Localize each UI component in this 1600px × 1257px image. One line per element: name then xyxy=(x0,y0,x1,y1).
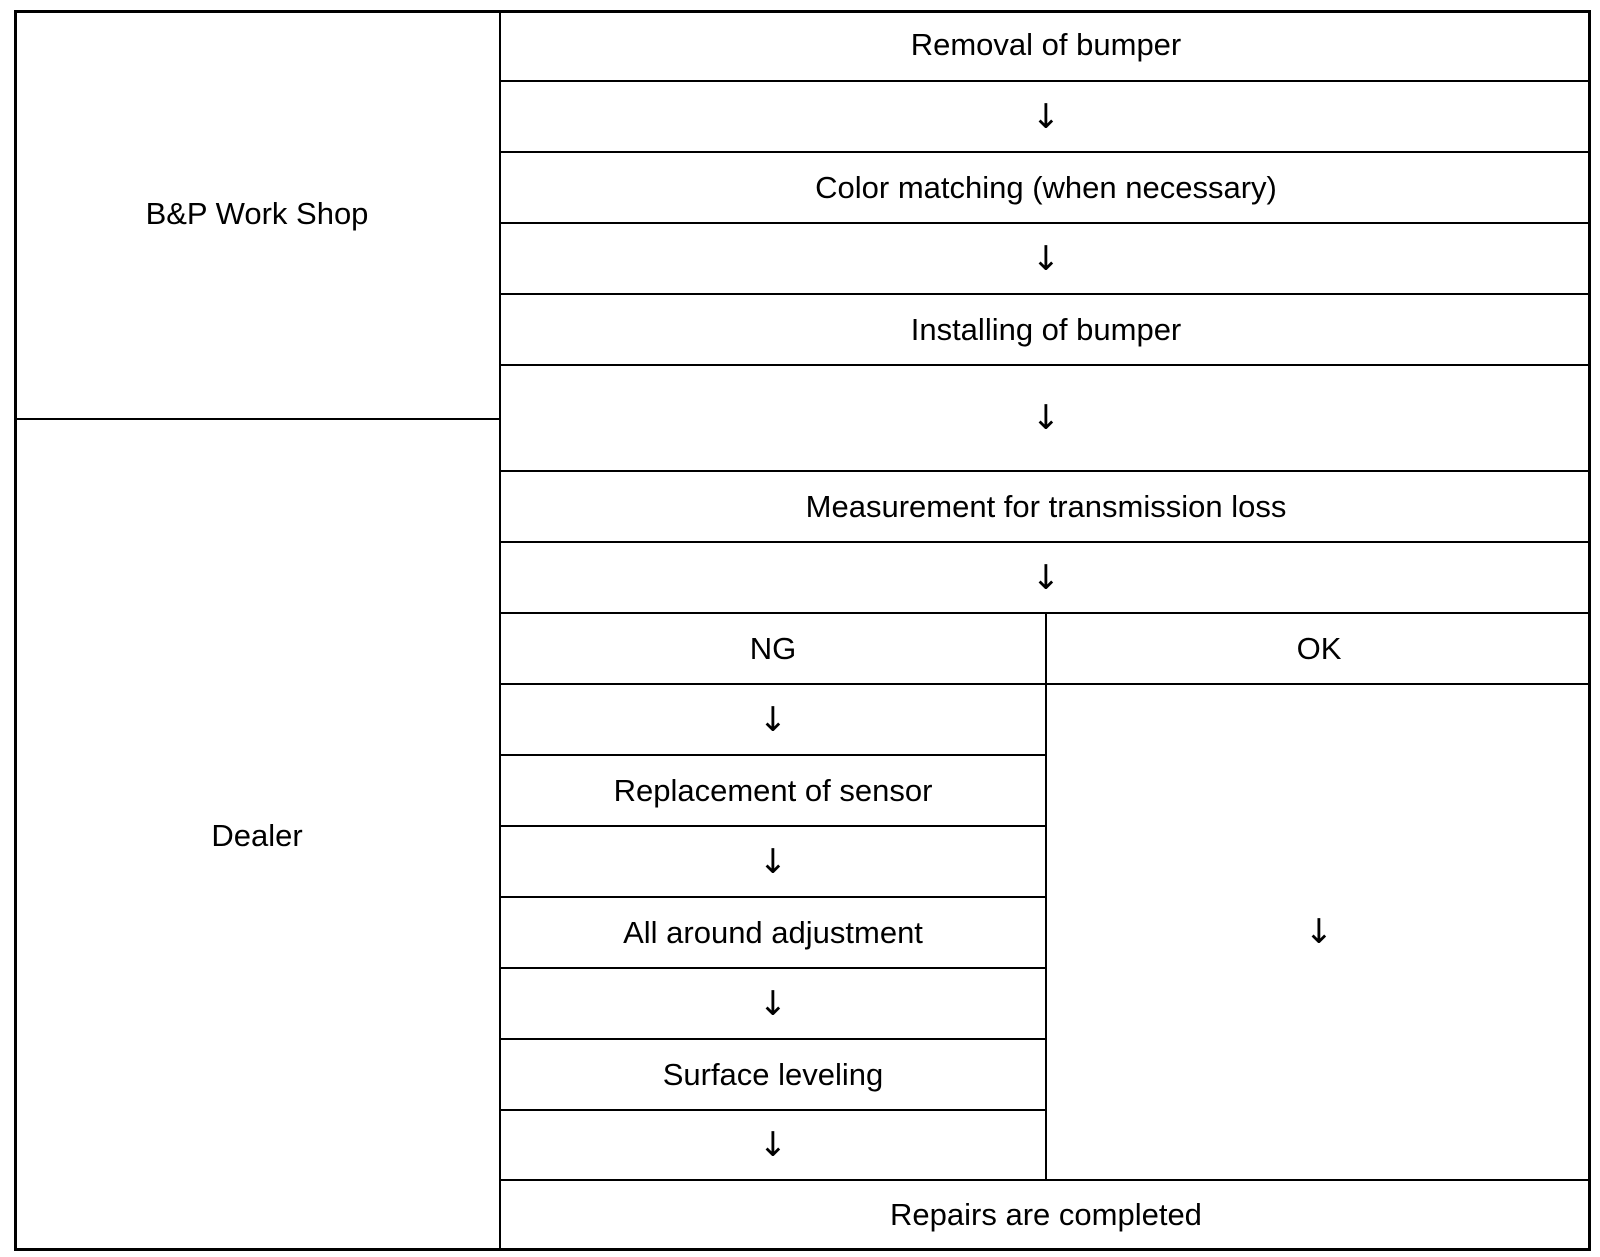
step-removal-of-bumper: Removal of bumper xyxy=(910,27,1182,62)
down-arrow-icon: ↓ xyxy=(758,983,788,1024)
ng-row-line xyxy=(499,825,1046,827)
step-color-matching: Color matching (when necessary) xyxy=(815,169,1277,205)
lane-label-bp-work-shop: B&P Work Shop xyxy=(145,196,369,231)
step-all-around-adjustment: All around adjustment xyxy=(623,914,923,950)
step-surface-leveling: Surface leveling xyxy=(662,1056,884,1092)
down-arrow-icon: ↓ xyxy=(1031,557,1061,598)
row-line xyxy=(499,80,1591,82)
row-line xyxy=(499,612,1591,614)
lane-label-dealer: Dealer xyxy=(211,817,303,853)
ng-row-line xyxy=(499,754,1046,756)
step-repairs-completed: Repairs are completed xyxy=(890,1196,1202,1232)
step-installing-of-bumper: Installing of bumper xyxy=(910,311,1182,347)
ng-row-line xyxy=(499,896,1046,898)
down-arrow-icon: ↓ xyxy=(758,1125,788,1165)
down-arrow-icon: ↓ xyxy=(1304,912,1334,952)
branch-ng: NG xyxy=(749,630,797,666)
lane-separator xyxy=(14,418,500,420)
down-arrow-icon: ↓ xyxy=(758,841,788,882)
down-arrow-icon: ↓ xyxy=(1031,238,1061,279)
down-arrow-icon: ↓ xyxy=(1031,96,1061,137)
row-line xyxy=(499,683,1591,685)
row-line xyxy=(499,470,1591,472)
row-line xyxy=(499,293,1591,295)
ng-row-line xyxy=(499,1038,1046,1040)
row-line xyxy=(499,541,1591,543)
ng-row-line xyxy=(499,1109,1046,1111)
row-line xyxy=(499,222,1591,224)
down-arrow-icon: ↓ xyxy=(758,699,788,740)
row-line xyxy=(499,364,1591,366)
row-line xyxy=(499,151,1591,153)
ng-row-line xyxy=(499,967,1046,969)
row-line xyxy=(499,1179,1591,1181)
step-replacement-of-sensor: Replacement of sensor xyxy=(613,772,933,808)
branch-ok: OK xyxy=(1296,630,1342,666)
down-arrow-icon: ↓ xyxy=(1031,398,1061,438)
branch-divider xyxy=(1045,613,1047,1180)
lane-divider xyxy=(499,10,501,1251)
step-measurement-transmission-loss: Measurement for transmission loss xyxy=(805,488,1287,524)
flowchart-frame xyxy=(14,10,1591,1251)
